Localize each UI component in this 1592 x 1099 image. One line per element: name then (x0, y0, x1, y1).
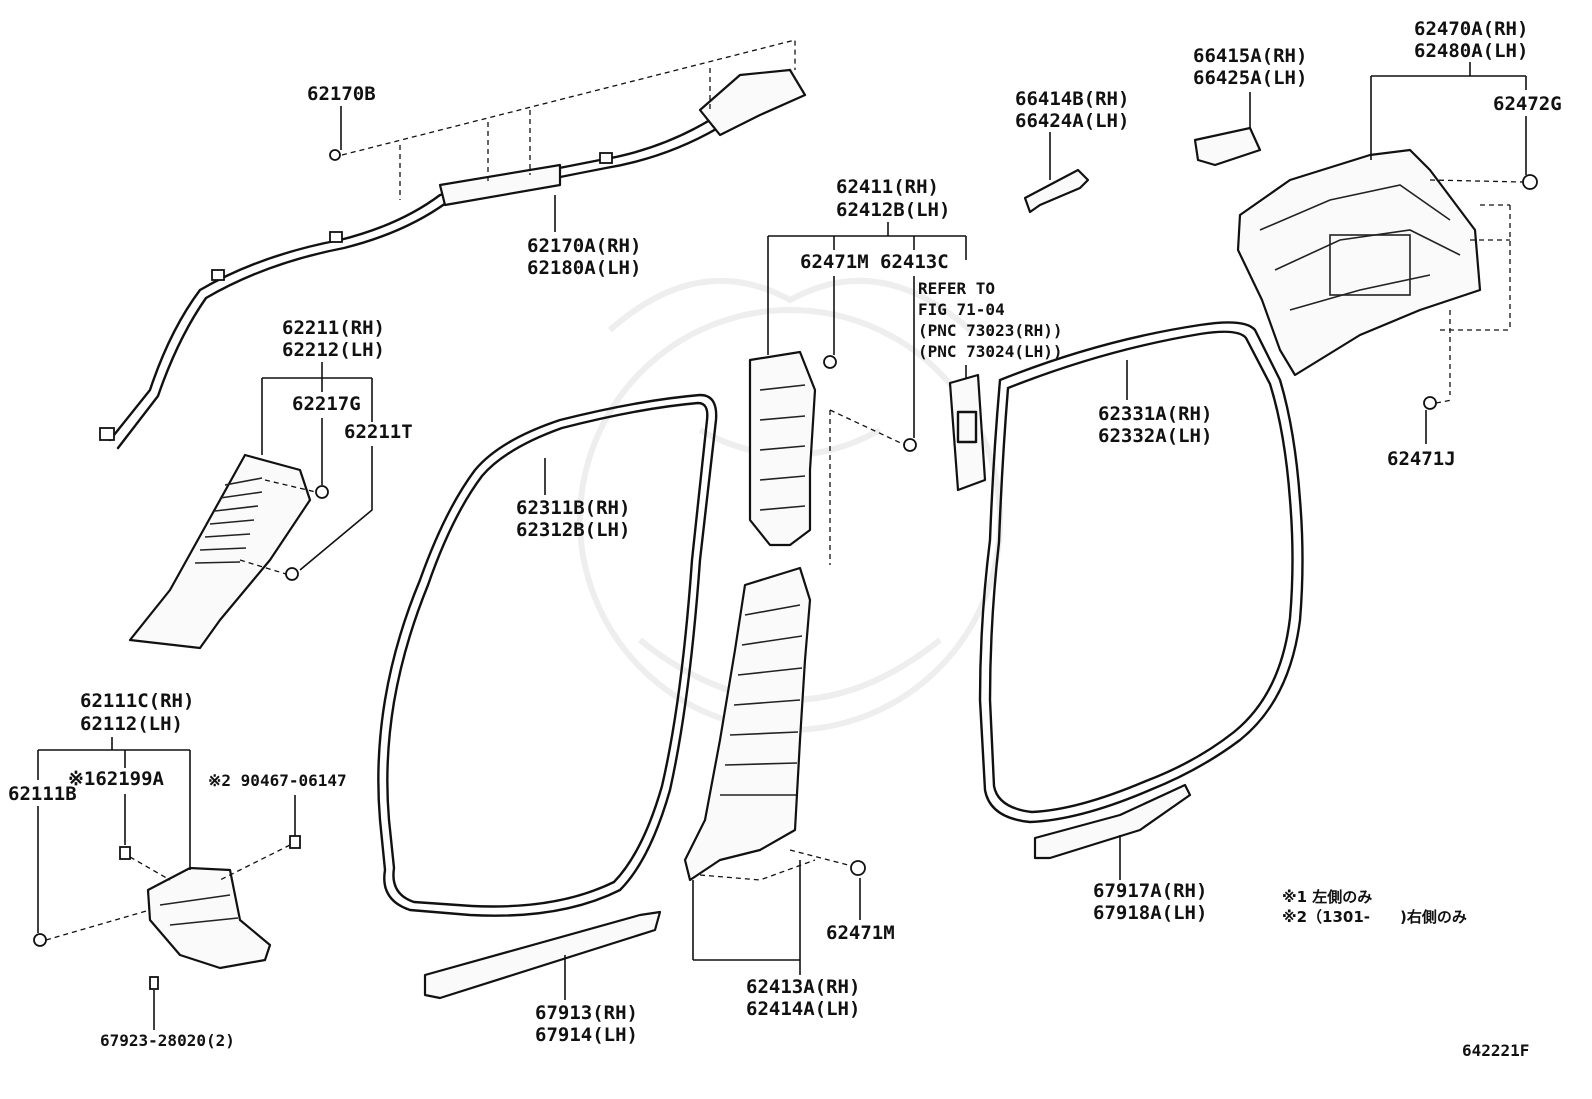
label-67918A-lh: 67918A(LH) (1093, 902, 1207, 924)
label-62411-rh: 62411(RH) (836, 176, 939, 198)
part-62331A-rear-door-weatherstrip (978, 321, 1304, 824)
label-62111B: 62111B (8, 783, 77, 805)
label-refer-pnc-rh: (PNC 73023(RH)) (918, 321, 1063, 340)
label-62312B-lh: 62312B(LH) (516, 519, 630, 541)
part-66415A-bracket (1193, 92, 1262, 167)
label-67913-rh: 67913(RH) (535, 1002, 638, 1024)
label-62211T: 62211T (344, 421, 413, 443)
note-1: ※1 左側のみ (1282, 888, 1372, 906)
part-66414B-assist-grip (1023, 132, 1090, 214)
label-62180A-lh: 62180A(LH) (527, 257, 641, 279)
label-62331A-rh: 62331A(RH) (1098, 403, 1212, 425)
label-62472G: 62472G (1493, 93, 1562, 115)
part-67913-front-scuff-plate (423, 910, 662, 1000)
leader-62170 (340, 39, 796, 232)
leader-62211 (239, 362, 373, 581)
label-62112-lh: 62112(LH) (80, 713, 183, 735)
label-62212-lh: 62212(LH) (282, 339, 385, 361)
label-62414A-lh: 62414A(LH) (746, 998, 860, 1020)
leader-62413A (692, 860, 861, 975)
label-62471M-top: 62471M (800, 251, 869, 273)
part-67917A-rear-scuff-plate (1033, 783, 1192, 880)
leader-62411 (767, 222, 967, 565)
label-62170A-rh: 62170A(RH) (527, 235, 641, 257)
label-62311B-rh: 62311B(RH) (516, 497, 630, 519)
part-62411-center-pillar-upper (748, 350, 917, 547)
label-62412B-lh: 62412B(LH) (836, 199, 950, 221)
label-62413C: 62413C (880, 251, 949, 273)
label-67917A-rh: 67917A(RH) (1093, 880, 1207, 902)
label-refer-fig: FIG 71-04 (918, 300, 1005, 319)
label-62470A-rh: 62470A(RH) (1414, 18, 1528, 40)
part-62211-front-pillar-garnish (128, 453, 312, 650)
figure-code: 642221F (1462, 1041, 1529, 1060)
label-62199A: ※162199A (68, 768, 165, 790)
label-62211-rh: 62211(RH) (282, 317, 385, 339)
label-62170B: 62170B (307, 83, 376, 105)
label-62480A-lh: 62480A(LH) (1414, 40, 1528, 62)
part-62470A-quarter-trim (1236, 148, 1538, 377)
note-2: ※2（1301- )右側のみ (1282, 908, 1467, 926)
label-62217G: 62217G (292, 393, 361, 415)
part-62170A-roof-rail (99, 68, 807, 450)
label-66415A-rh: 66415A(RH) (1193, 45, 1307, 67)
label-66414B-rh: 66414B(RH) (1015, 88, 1129, 110)
label-62471M-bottom: 62471M (826, 922, 895, 944)
part-62311B-front-door-weatherstrip (377, 393, 718, 917)
label-refer-pnc-lh: (PNC 73024(LH)) (918, 342, 1063, 361)
label-62471J: 62471J (1387, 448, 1456, 470)
leader-62470A (1370, 62, 1527, 444)
label-refer-to: REFER TO (918, 279, 995, 298)
part-62111C-cowl-side-trim (33, 835, 301, 990)
label-66425A-lh: 66425A(LH) (1193, 67, 1307, 89)
label-67923-28020: 67923-28020(2) (100, 1031, 235, 1050)
leader-62111C (37, 737, 296, 1030)
part-62413A-center-pillar-lower (683, 566, 866, 882)
label-62111C-rh: 62111C(RH) (80, 690, 194, 712)
part-refer-pnc-73023 (948, 365, 987, 492)
label-62332A-lh: 62332A(LH) (1098, 425, 1212, 447)
label-66424A-lh: 66424A(LH) (1015, 110, 1129, 132)
label-62413A-rh: 62413A(RH) (746, 976, 860, 998)
label-90467-06147: ※2 90467-06147 (208, 771, 347, 790)
part-62170B-clip (329, 149, 341, 161)
label-67914-lh: 67914(LH) (535, 1024, 638, 1046)
part-labels: 62170B 62170A(RH) 62180A(LH) 62211(RH) 6… (8, 18, 1562, 1060)
